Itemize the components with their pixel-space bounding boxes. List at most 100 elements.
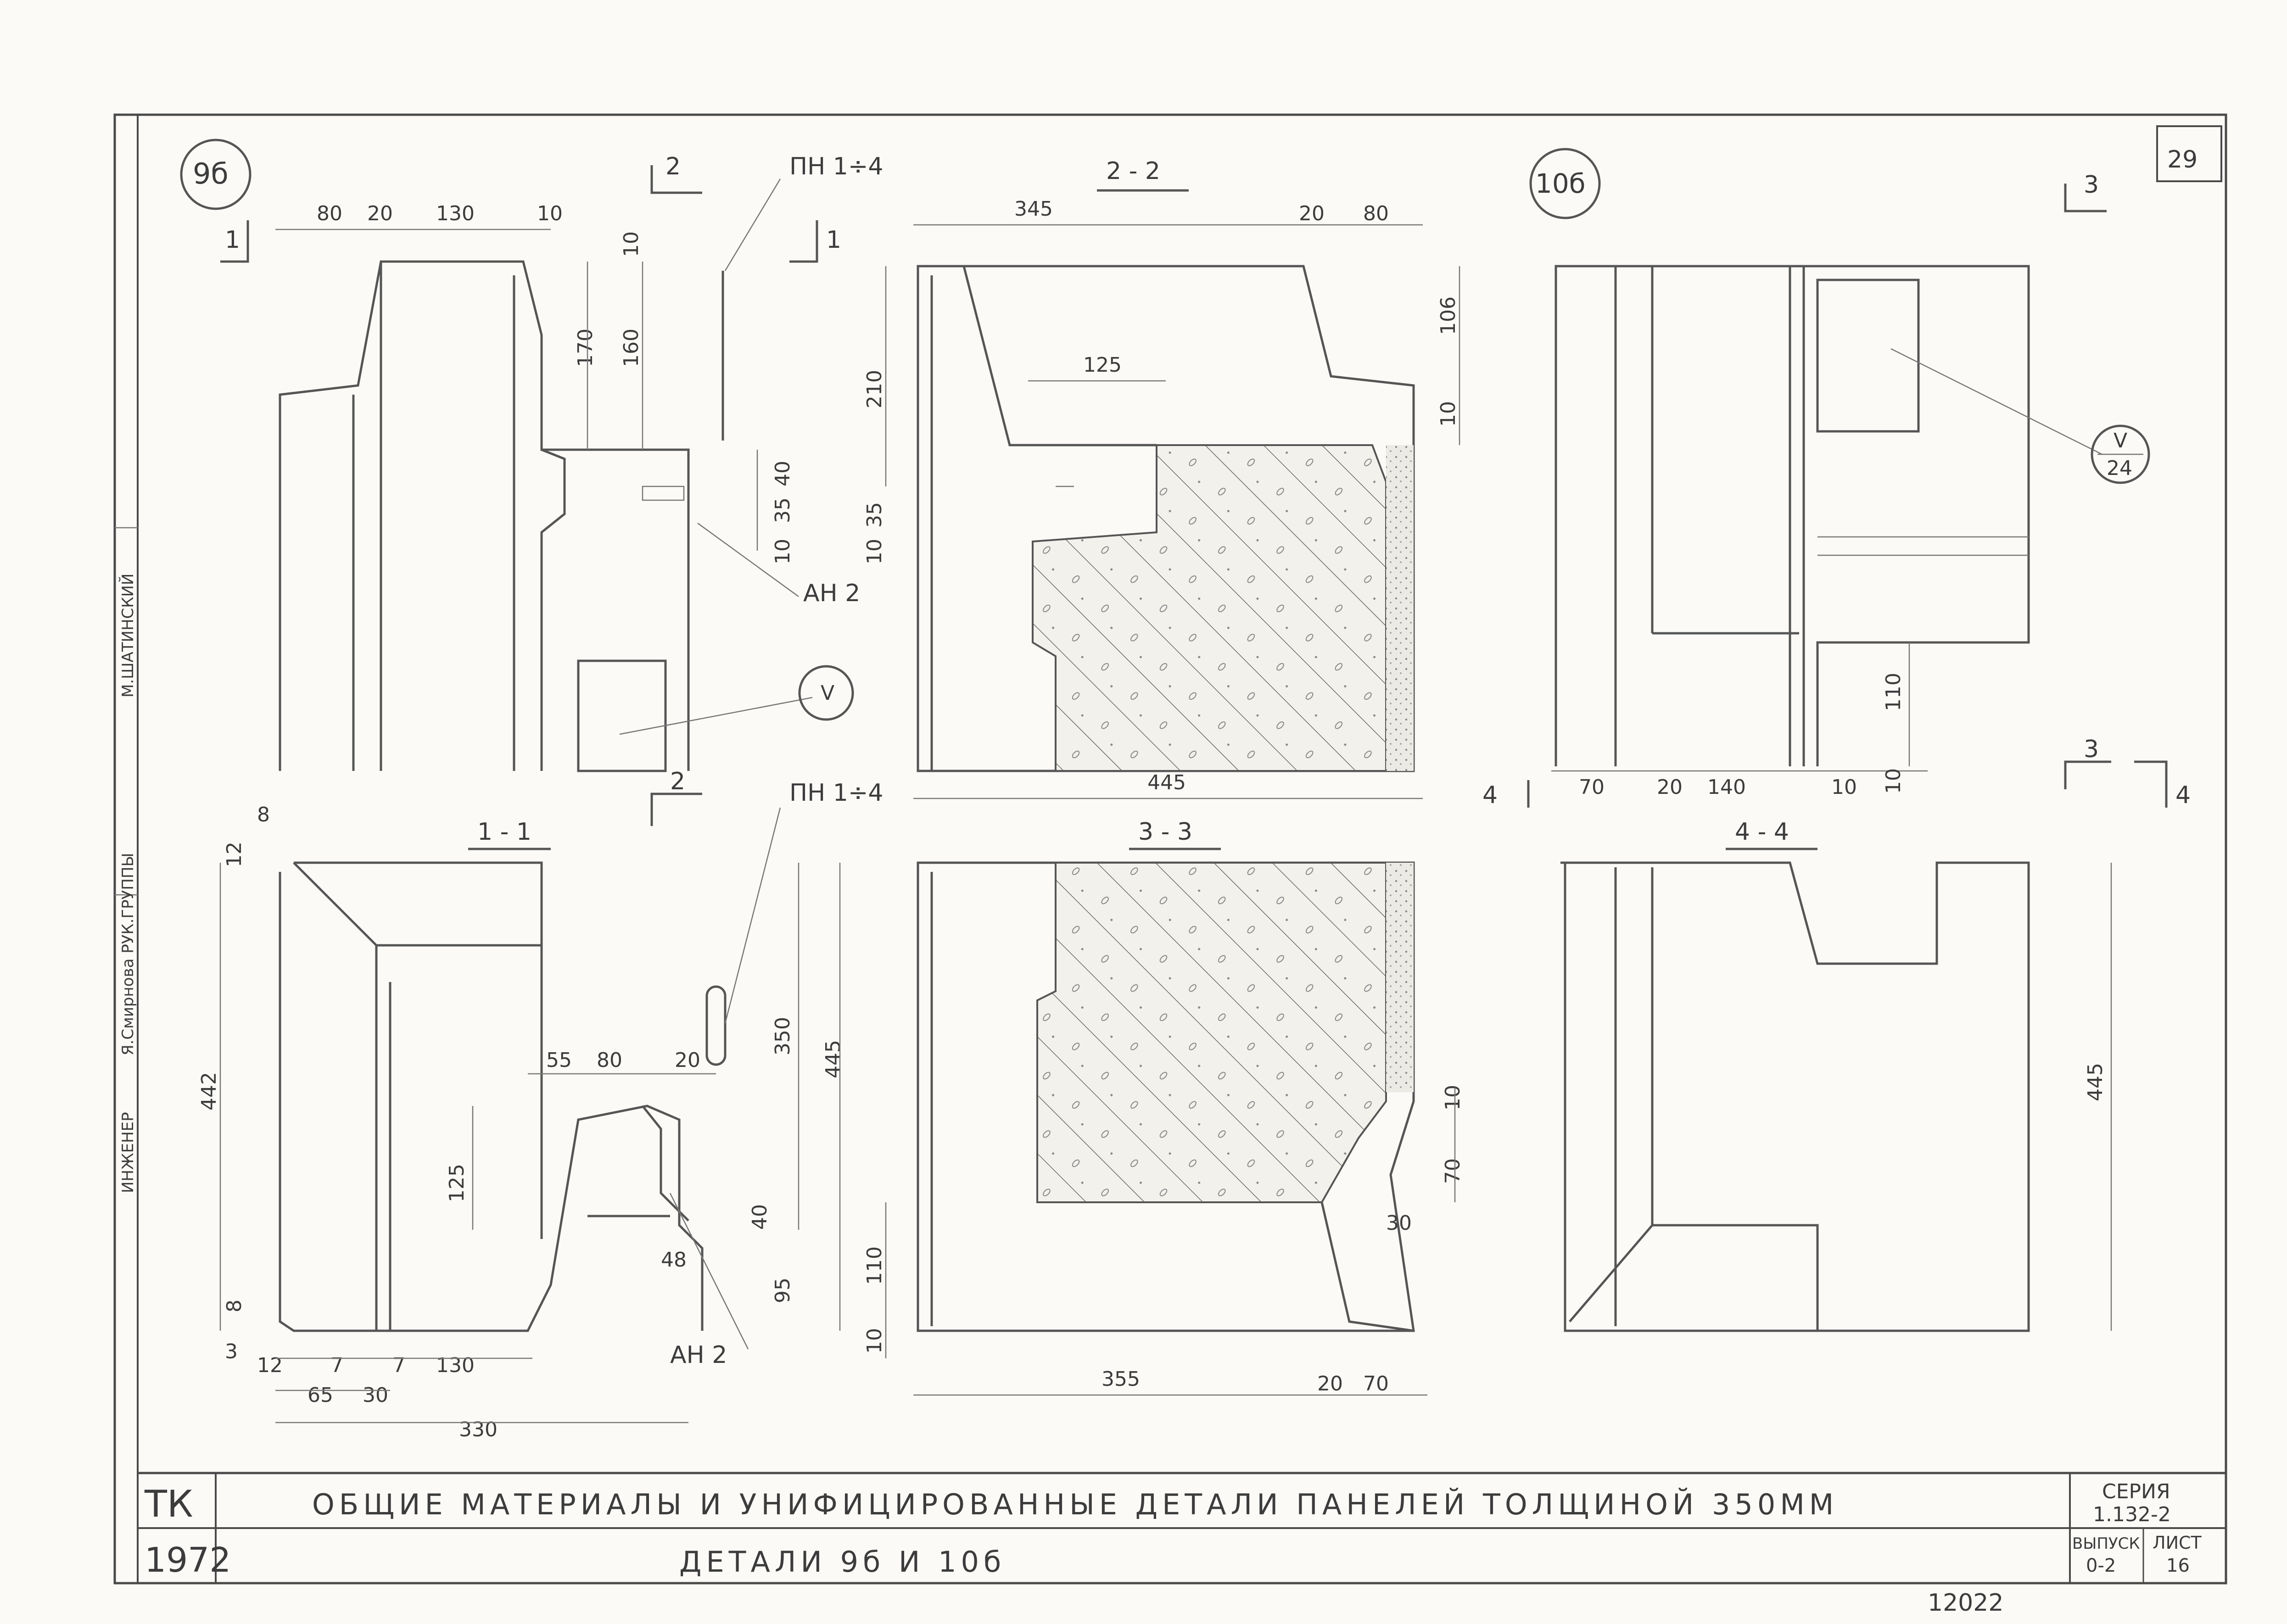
cut-3b: 3 <box>2084 736 2099 763</box>
dim-10b-10b: 10 <box>1882 768 1905 794</box>
dim-22-106: 106 <box>1437 296 1460 335</box>
dim-10b-140: 140 <box>1707 776 1746 799</box>
dim-33-110: 110 <box>863 1246 886 1285</box>
dim-11-7a: 7 <box>330 1354 343 1377</box>
dim-11-130: 130 <box>436 1354 475 1377</box>
series-label: СЕРИЯ <box>2102 1480 2170 1503</box>
section-3-3: 3 - 3 10 70 30 110 10 355 20 70 <box>863 818 1465 1396</box>
dim-9b-10c: 10 <box>771 539 794 564</box>
note-pn-bottom: ПН 1÷4 <box>789 779 883 807</box>
dim-10b-10: 10 <box>1831 776 1857 799</box>
detail-9b-elevation: 9б V 80 20 130 10 10 170 160 35 40 10 ПН… <box>180 139 883 826</box>
dim-22-10b: 10 <box>863 539 886 564</box>
cut-2a: 2 <box>665 153 681 180</box>
label-section-2-2: 2 - 2 <box>1106 157 1160 185</box>
title-sub: ДЕТАЛИ 9б И 10б <box>679 1545 1006 1579</box>
sheet-frame <box>113 113 2227 1585</box>
bubble-10b-label: 10б <box>1535 168 1586 199</box>
sheet-label: ЛИСТ <box>2153 1533 2202 1553</box>
dim-9b-20: 20 <box>367 202 393 225</box>
issue-label: ВЫПУСК <box>2072 1535 2140 1553</box>
dim-22-125: 125 <box>1083 353 1122 377</box>
cut-3a: 3 <box>2084 171 2099 199</box>
section-2-2: 2 - 2 345 20 80 106 10 210 125 35 10 445 <box>863 157 1460 799</box>
dim-11-40: 40 <box>748 1204 772 1230</box>
dim-11-55: 55 <box>546 1049 572 1072</box>
dim-33-20: 20 <box>1317 1372 1343 1395</box>
callout-v: V <box>2114 429 2127 452</box>
cut-4a: 4 <box>1482 781 1498 809</box>
dim-10b-20: 20 <box>1657 776 1683 799</box>
dim-44-445: 445 <box>2084 1063 2107 1101</box>
dim-9b-170: 170 <box>574 329 597 367</box>
dim-11-445: 445 <box>822 1040 845 1078</box>
title-block: ТК 1972 ОБЩИЕ МАТЕРИАЛЫ И УНИФИЦИРОВАННЫ… <box>144 1480 2202 1617</box>
dim-33-70b: 70 <box>1363 1372 1389 1395</box>
dim-9b-80: 80 <box>317 202 342 225</box>
callout-24: 24 <box>2107 457 2132 480</box>
dim-11-330: 330 <box>459 1418 498 1441</box>
dim-33-70: 70 <box>1441 1158 1465 1184</box>
dim-33-355: 355 <box>1102 1367 1140 1391</box>
dim-11-80: 80 <box>597 1049 622 1072</box>
side-role: ИНЖЕНЕР <box>119 1112 137 1193</box>
year: 1972 <box>145 1540 231 1580</box>
dim-9b-130: 130 <box>436 202 475 225</box>
dim-9b-40: 40 <box>771 461 794 486</box>
note-pn-top: ПН 1÷4 <box>789 153 883 180</box>
cut-1b: 1 <box>826 226 841 254</box>
dim-22-10a: 10 <box>1437 401 1460 427</box>
dim-11-95: 95 <box>771 1278 794 1303</box>
svg-text:V: V <box>821 681 834 705</box>
detail-10b-elevation: 9б 10б V 24 70 20 140 10 10 110 3 3 4 4 <box>1482 148 2191 809</box>
dim-22-345: 345 <box>1014 197 1053 221</box>
dim-11-8bot: 8 <box>223 1300 246 1312</box>
dim-11-12top: 12 <box>223 842 246 867</box>
dim-11-48: 48 <box>661 1248 687 1272</box>
dim-33-30: 30 <box>1386 1211 1412 1235</box>
side-checker: М.ШАТИНСКИЙ <box>118 574 137 698</box>
dim-22-445: 445 <box>1147 771 1186 794</box>
sheet-value: 16 <box>2166 1555 2190 1576</box>
dim-9b-10b: 10 <box>620 231 643 257</box>
dim-11-350: 350 <box>771 1017 794 1055</box>
note-an-top: АН 2 <box>803 580 860 607</box>
label-section-4-4: 4 - 4 <box>1735 818 1789 846</box>
stamp-bottom: 12022 <box>1928 1589 2003 1617</box>
dim-33-10: 10 <box>1441 1085 1465 1111</box>
dim-11-8top: 8 <box>257 803 270 826</box>
title-main: ОБЩИЕ МАТЕРИАЛЫ И УНИФИЦИРОВАННЫЕ ДЕТАЛИ… <box>312 1488 1838 1521</box>
org-code: ТК <box>144 1483 193 1525</box>
dim-33-10b: 10 <box>863 1328 886 1354</box>
dim-11-65: 65 <box>308 1384 333 1407</box>
series-value: 1.132-2 <box>2093 1503 2171 1526</box>
dim-11-30: 30 <box>363 1384 388 1407</box>
side-signature-strip: ИНЖЕНЕР Я.Смирнова РУК.ГРУППЫ М.ШАТИНСКИ… <box>115 527 138 1193</box>
corner-sheet-number: 29 <box>2167 146 2198 173</box>
dim-10b-110: 110 <box>1882 673 1905 711</box>
label-section-3-3: 3 - 3 <box>1138 818 1192 846</box>
dim-9b-10a: 10 <box>537 202 563 225</box>
bubble-9b: 9б <box>193 157 229 190</box>
dim-11-20: 20 <box>675 1049 700 1072</box>
dim-22-20: 20 <box>1299 202 1325 225</box>
dim-11-125: 125 <box>445 1164 469 1202</box>
note-an-bottom: АН 2 <box>670 1341 727 1369</box>
dim-22-35: 35 <box>863 502 886 528</box>
cut-4b: 4 <box>2175 781 2191 809</box>
issue-value: 0-2 <box>2086 1555 2116 1576</box>
dim-10b-70: 70 <box>1579 776 1605 799</box>
dim-9b-35: 35 <box>771 497 794 523</box>
dim-22-80: 80 <box>1363 202 1389 225</box>
dim-11-442: 442 <box>197 1072 221 1111</box>
label-section-1-1: 1 - 1 <box>477 818 531 846</box>
section-4-4: 4 - 4 445 <box>1560 818 2112 1332</box>
cut-1a: 1 <box>225 226 240 254</box>
section-1-1: 1 - 1 8 12 442 445 350 55 80 20 125 40 4… <box>197 779 883 1441</box>
dim-11-7b: 7 <box>392 1354 405 1377</box>
side-names: Я.Смирнова РУК.ГРУППЫ <box>119 853 137 1055</box>
dim-11-3: 3 <box>225 1340 238 1363</box>
dim-11-12bot: 12 <box>257 1354 283 1377</box>
dim-9b-160: 160 <box>620 329 643 367</box>
